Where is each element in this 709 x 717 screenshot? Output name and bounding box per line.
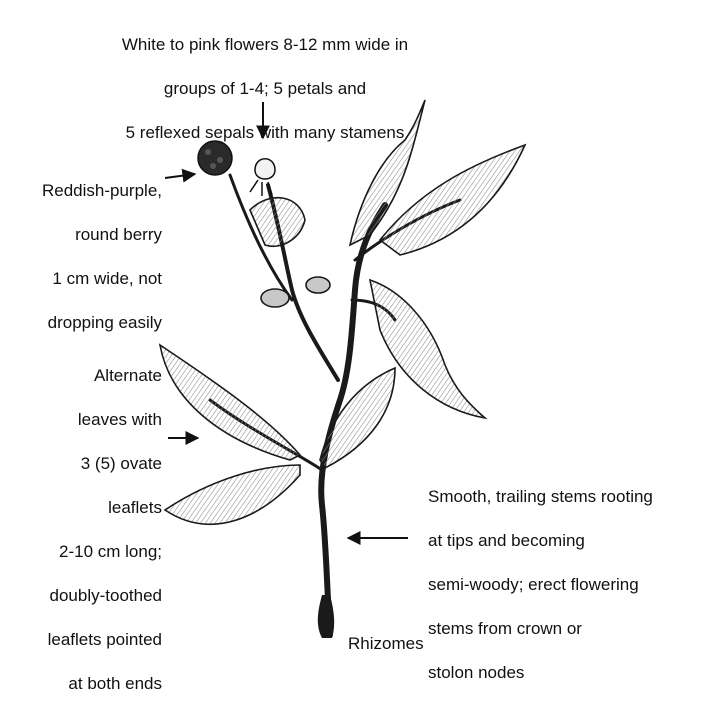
berry-label-line: Reddish-purple, (0, 180, 162, 202)
rhizomes-label: Rhizomes (348, 611, 468, 677)
leaves-label-line: 3 (5) ovate (0, 453, 162, 475)
berry-label-line: round berry (0, 224, 162, 246)
leaves-label-line: leaflets pointed (0, 629, 162, 651)
leaves-label-line: leaflets (0, 497, 162, 519)
leaves-label-line: doubly-toothed (0, 585, 162, 607)
leaves-label-line: 2-10 cm long; (0, 541, 162, 563)
rhizomes-label-text: Rhizomes (348, 633, 468, 655)
bract (261, 289, 289, 307)
stems-label-line: at tips and becoming (428, 530, 704, 552)
flowers-label: White to pink flowers 8-12 mm wide in gr… (100, 12, 430, 166)
leaves-label-line: at both ends (0, 673, 162, 695)
flowers-label-line: 5 reflexed sepals with many stamens (100, 122, 430, 144)
flowers-label-line: White to pink flowers 8-12 mm wide in (100, 34, 430, 56)
leaflet (160, 345, 300, 460)
leaves-label-line: leaves with (0, 409, 162, 431)
stems-label-line: Smooth, trailing stems rooting (428, 486, 704, 508)
stems-label-line: stolon nodes (428, 662, 704, 684)
leaves-label: Alternate leaves with 3 (5) ovate leafle… (0, 343, 162, 717)
leaflet (165, 465, 300, 524)
berry-label: Reddish-purple, round berry 1 cm wide, n… (0, 158, 162, 356)
stems-label: Smooth, trailing stems rooting at tips a… (428, 464, 704, 706)
stems-label-line: stems from crown or (428, 618, 704, 640)
berry-label-line: 1 cm wide, not (0, 268, 162, 290)
bract (306, 277, 330, 293)
leaves-label-line: Alternate (0, 365, 162, 387)
rhizome-shape (318, 595, 334, 638)
flowers-label-line: groups of 1-4; 5 petals and (100, 78, 430, 100)
berry-label-line: dropping easily (0, 312, 162, 334)
stems-label-line: semi-woody; erect flowering (428, 574, 704, 596)
arrow-right-icon (165, 174, 195, 178)
leaflet (250, 198, 305, 247)
